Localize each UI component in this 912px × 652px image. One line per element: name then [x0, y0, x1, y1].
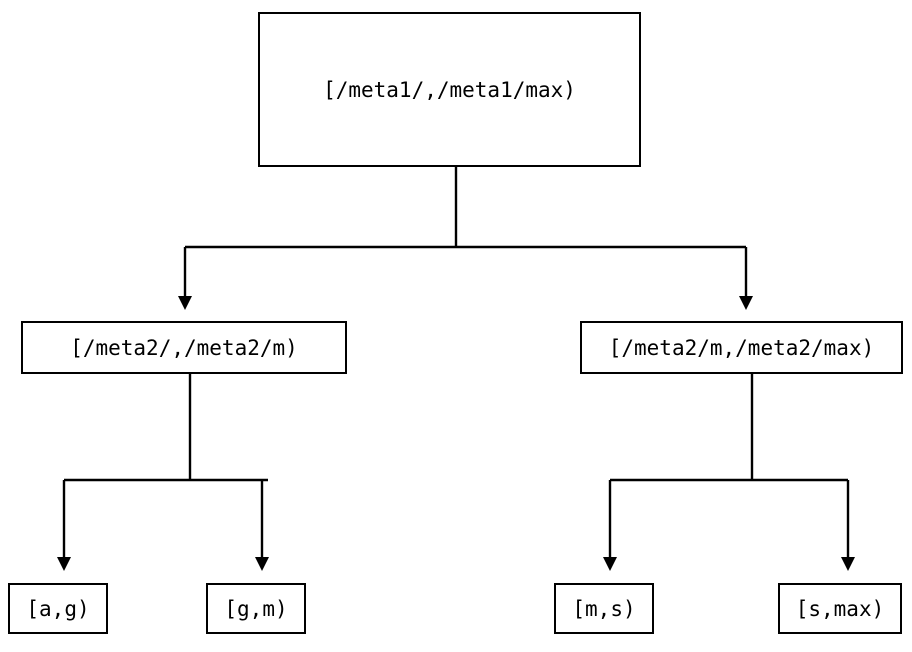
node-leaf-1-label: [a,g) — [26, 596, 90, 621]
arrowhead-leaf-4 — [841, 557, 855, 571]
node-mid-left-label: [/meta2/,/meta2/m) — [70, 335, 298, 360]
node-mid-left[interactable]: [/meta2/,/meta2/m) — [21, 321, 347, 374]
arrowhead-mid-right — [739, 296, 753, 310]
node-leaf-4[interactable]: [s,max) — [778, 583, 902, 634]
arrowhead-leaf-2 — [255, 557, 269, 571]
node-root[interactable]: [/meta1/,/meta1/max) — [258, 12, 641, 167]
node-leaf-2[interactable]: [g,m) — [206, 583, 306, 634]
node-leaf-4-label: [s,max) — [795, 596, 885, 621]
node-leaf-3[interactable]: [m,s) — [554, 583, 654, 634]
node-root-label: [/meta1/,/meta1/max) — [323, 77, 576, 102]
arrowhead-leaf-1 — [57, 557, 71, 571]
node-mid-right-label: [/meta2/m,/meta2/max) — [608, 335, 875, 360]
node-leaf-3-label: [m,s) — [572, 596, 636, 621]
arrowhead-mid-left — [178, 296, 192, 310]
node-leaf-2-label: [g,m) — [224, 596, 288, 621]
arrowhead-leaf-3 — [603, 557, 617, 571]
node-leaf-1[interactable]: [a,g) — [8, 583, 108, 634]
node-mid-right[interactable]: [/meta2/m,/meta2/max) — [580, 321, 903, 374]
